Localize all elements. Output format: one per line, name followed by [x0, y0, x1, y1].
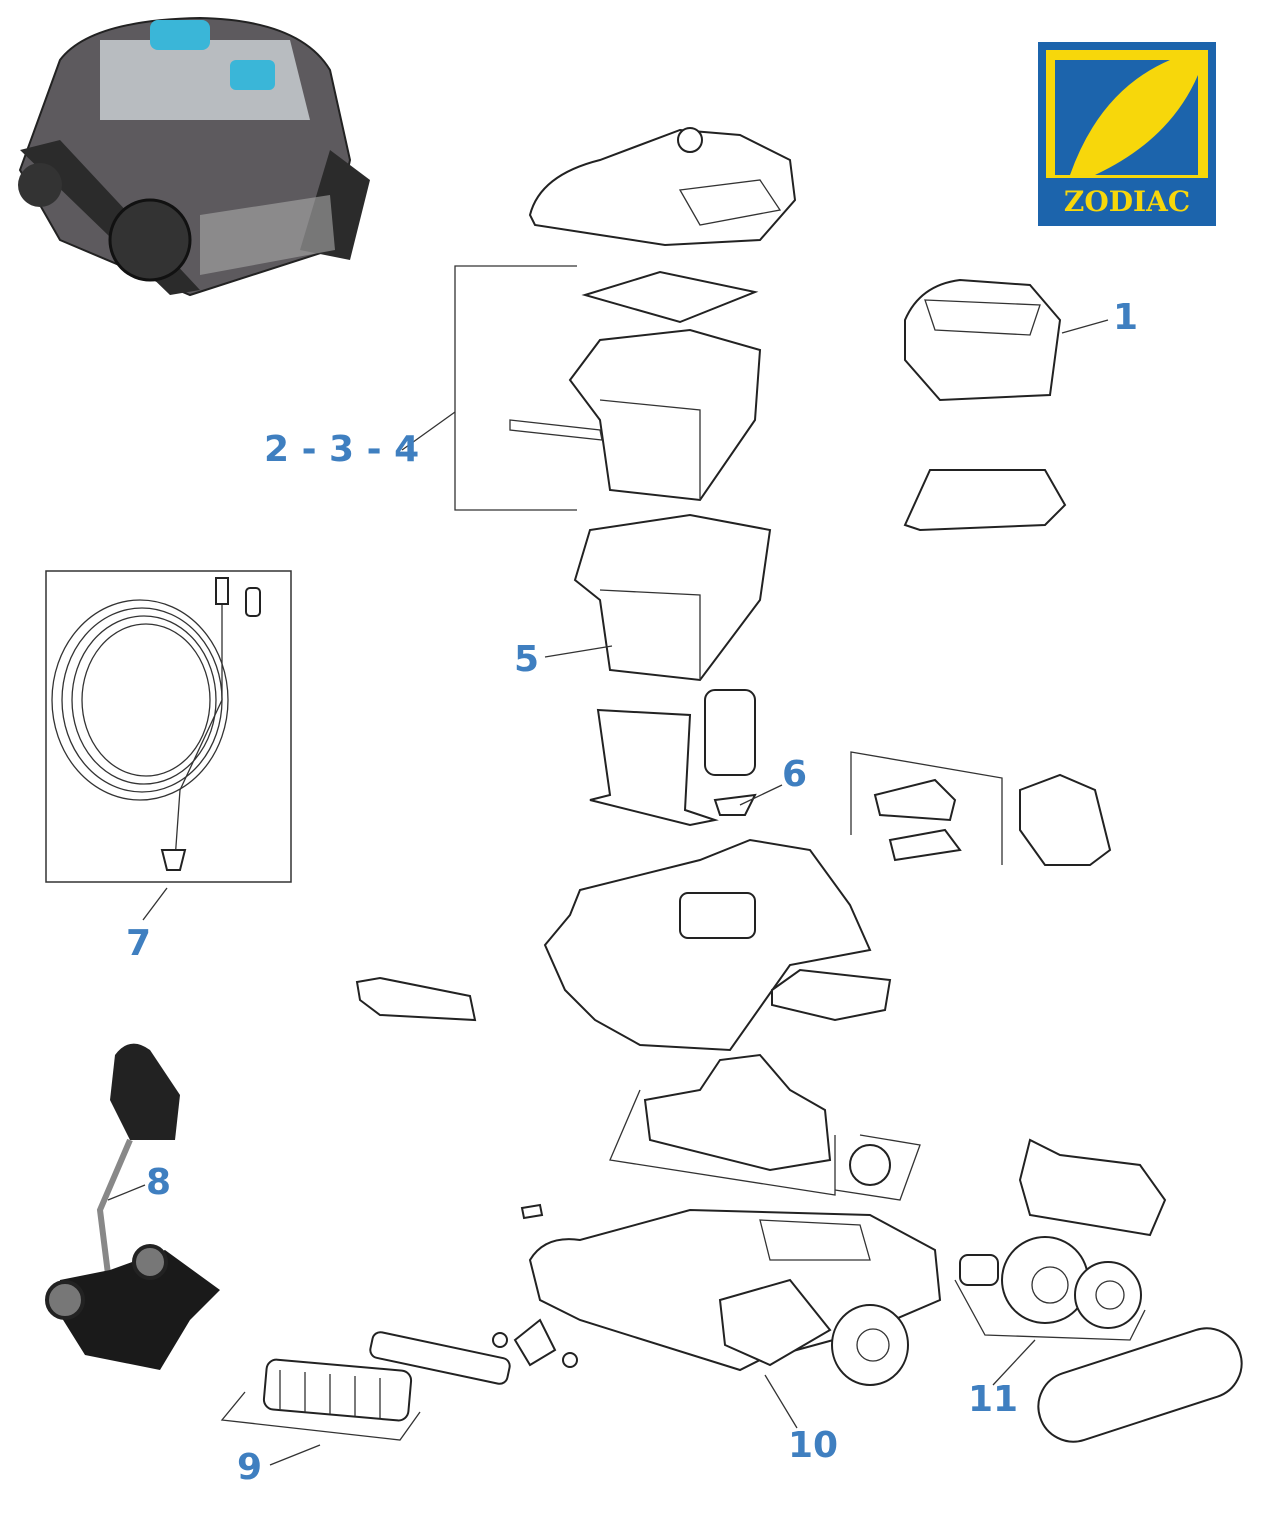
clip-part [888, 828, 962, 862]
svg-text:ZODIAC: ZODIAC [1064, 185, 1190, 218]
body-chassis-part [543, 838, 872, 1052]
caddy-part-8 [45, 1043, 220, 1370]
pump-part [704, 689, 756, 776]
leader-6 [739, 784, 783, 806]
cable-box [45, 570, 292, 883]
callout-2-3-4: 2 - 3 - 4 [264, 429, 420, 470]
leader-11 [992, 1339, 1036, 1386]
leader-2-3-4 [401, 411, 456, 451]
robot-photo [18, 16, 370, 297]
brush-shaft-part [369, 1331, 511, 1385]
callout-9: 9 [237, 1447, 263, 1488]
control-unit-base-part [903, 469, 1067, 532]
callout-10: 10 [788, 1425, 839, 1466]
leader-7 [142, 887, 168, 921]
filter-lid-part [581, 270, 759, 324]
leader-8 [107, 1184, 146, 1201]
gear-part [849, 1144, 891, 1186]
track-belt-part [1037, 1327, 1243, 1443]
clip-part [520, 1203, 544, 1220]
handle-clip-part [355, 976, 477, 1022]
filter-basket-part [568, 328, 762, 502]
wheel-part [1074, 1261, 1142, 1329]
callout-6: 6 [782, 754, 808, 795]
callout-11: 11 [968, 1379, 1019, 1420]
control-unit-part-1 [904, 278, 1062, 402]
brush-part-9 [262, 1358, 413, 1422]
impeller-part-6 [713, 793, 757, 816]
floating-cable-part-7 [51, 577, 261, 871]
leader-5 [544, 645, 613, 658]
callout-8: 8 [146, 1162, 172, 1203]
impeller-housing-part [589, 708, 719, 827]
grill-part [1019, 773, 1112, 866]
filter-part-5 [573, 513, 772, 682]
leader-1 [1061, 319, 1109, 334]
top-cover-part [528, 128, 797, 247]
wheel-part-11 [1001, 1236, 1089, 1324]
callout-5: 5 [514, 639, 540, 680]
motor-block-part [643, 1053, 832, 1172]
callout-7: 7 [126, 923, 152, 964]
clip-part [873, 778, 957, 822]
wheel-part [831, 1304, 909, 1386]
leader-9 [269, 1444, 321, 1466]
motor-support-part [771, 968, 892, 1022]
track-guard-part [1018, 1138, 1167, 1237]
leader-10 [764, 1374, 798, 1429]
zodiac-logo: ZODIAC [1038, 42, 1216, 226]
callout-1: 1 [1113, 297, 1139, 338]
